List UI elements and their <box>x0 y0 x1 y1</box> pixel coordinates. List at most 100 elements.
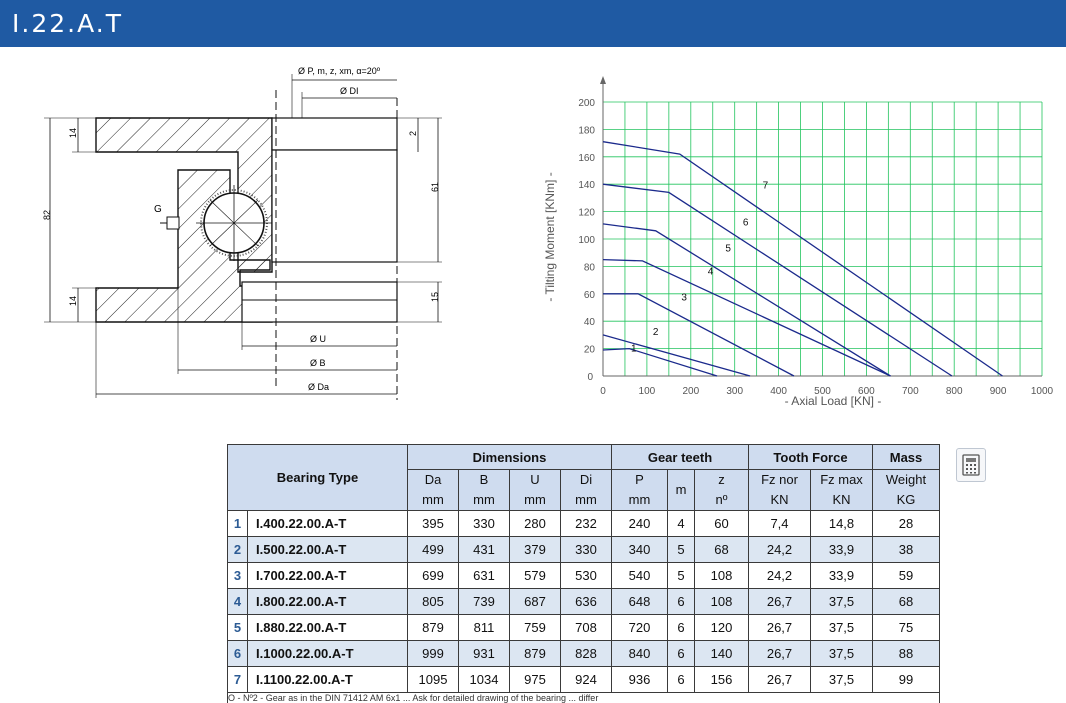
y-tick-label: 180 <box>578 125 595 136</box>
calculator-icon <box>957 449 985 481</box>
dim-label-di: Ø DI <box>340 86 359 96</box>
table-cell: 648 <box>612 589 668 615</box>
table-cell: 6 <box>668 667 695 693</box>
bearing-type-name: I.1000.22.00.A-T <box>248 641 408 667</box>
table-cell: 37,5 <box>811 641 873 667</box>
dim-label-14-top: 14 <box>68 128 78 138</box>
table-cell: 936 <box>612 667 668 693</box>
page-title: I.22.A.T <box>12 9 123 38</box>
table-cell: 579 <box>510 563 561 589</box>
table-cell: 379 <box>510 537 561 563</box>
header-bar: I.22.A.T <box>0 0 1066 47</box>
bearing-type-name: I.500.22.00.A-T <box>248 537 408 563</box>
table-cell: 99 <box>873 667 940 693</box>
y-tick-label: 160 <box>578 153 595 164</box>
row-index: 5 <box>228 615 248 641</box>
series-line-6 <box>603 184 952 376</box>
curve-label: 5 <box>725 243 731 254</box>
table-cell: 33,9 <box>811 563 873 589</box>
table-cell: 530 <box>561 563 612 589</box>
x-tick-label: 1000 <box>1031 386 1054 397</box>
table-cell: 108 <box>695 563 749 589</box>
calculator-button[interactable] <box>956 448 986 482</box>
y-tick-label: 140 <box>578 180 595 191</box>
table-cell: 6 <box>668 615 695 641</box>
table-cell: 240 <box>612 511 668 537</box>
table-cell: 37,5 <box>811 667 873 693</box>
table-cell: 7,4 <box>749 511 811 537</box>
table-cell: 5 <box>668 563 695 589</box>
table-cell: 699 <box>408 563 459 589</box>
bearing-type-name: I.400.22.00.A-T <box>248 511 408 537</box>
row-index: 6 <box>228 641 248 667</box>
curve-label: 4 <box>708 267 714 278</box>
chart-axes <box>600 76 1042 376</box>
grease-nipple <box>167 217 179 229</box>
table-cell: 75 <box>873 615 940 641</box>
table-cell: 232 <box>561 511 612 537</box>
table-cell: 739 <box>459 589 510 615</box>
table-cell: 68 <box>873 589 940 615</box>
row-index: 1 <box>228 511 248 537</box>
x-tick-label: 200 <box>682 386 699 397</box>
table-cell: 340 <box>612 537 668 563</box>
dim-label-g: G <box>154 204 162 215</box>
table-cell: 88 <box>873 641 940 667</box>
table-cell: 26,7 <box>749 641 811 667</box>
table-cell: 975 <box>510 667 561 693</box>
bearing-type-name: I.800.22.00.A-T <box>248 589 408 615</box>
table-cell: 1034 <box>459 667 510 693</box>
ring-face-mid <box>272 150 397 262</box>
table-cell: 280 <box>510 511 561 537</box>
curve-label: 7 <box>763 180 769 191</box>
table-cell: 4 <box>668 511 695 537</box>
table-cell: 120 <box>695 615 749 641</box>
table-cell: 6 <box>668 589 695 615</box>
curve-label: 3 <box>681 293 687 304</box>
bearing-type-name: I.1100.22.00.A-T <box>248 667 408 693</box>
table-cell: 14,8 <box>811 511 873 537</box>
y-tick-label: 40 <box>584 317 596 328</box>
table-cell: 330 <box>459 511 510 537</box>
bearing-type-name: I.700.22.00.A-T <box>248 563 408 589</box>
dim-label-61: 61 <box>430 182 440 192</box>
bearing-spec-table: Bearing Type Dimensions Gear teeth Tooth… <box>227 444 940 703</box>
table-cell: 999 <box>408 641 459 667</box>
header-tooth-force: Tooth Force <box>749 445 873 470</box>
table-cell: 828 <box>561 641 612 667</box>
table-cell: 68 <box>695 537 749 563</box>
table-cell: 540 <box>612 563 668 589</box>
y-tick-label: 60 <box>584 290 596 301</box>
table-cell: 28 <box>873 511 940 537</box>
table-cell: 811 <box>459 615 510 641</box>
table-cell: 330 <box>561 537 612 563</box>
table-cell: 5 <box>668 537 695 563</box>
y-tick-label: 0 <box>587 372 593 383</box>
table-cell: 38 <box>873 537 940 563</box>
y-tick-label: 80 <box>584 262 596 273</box>
row-index: 3 <box>228 563 248 589</box>
x-tick-label: 0 <box>600 386 606 397</box>
table-cell: 708 <box>561 615 612 641</box>
table-cell: 26,7 <box>749 589 811 615</box>
row-index: 4 <box>228 589 248 615</box>
table-cell: 840 <box>612 641 668 667</box>
table-cell: 59 <box>873 563 940 589</box>
row-index: 7 <box>228 667 248 693</box>
dim-label-82: 82 <box>42 210 52 220</box>
table-cell: 33,9 <box>811 537 873 563</box>
header-mass: Mass <box>873 445 940 470</box>
curve-label: 6 <box>743 217 749 228</box>
curve-label: 2 <box>653 327 659 338</box>
